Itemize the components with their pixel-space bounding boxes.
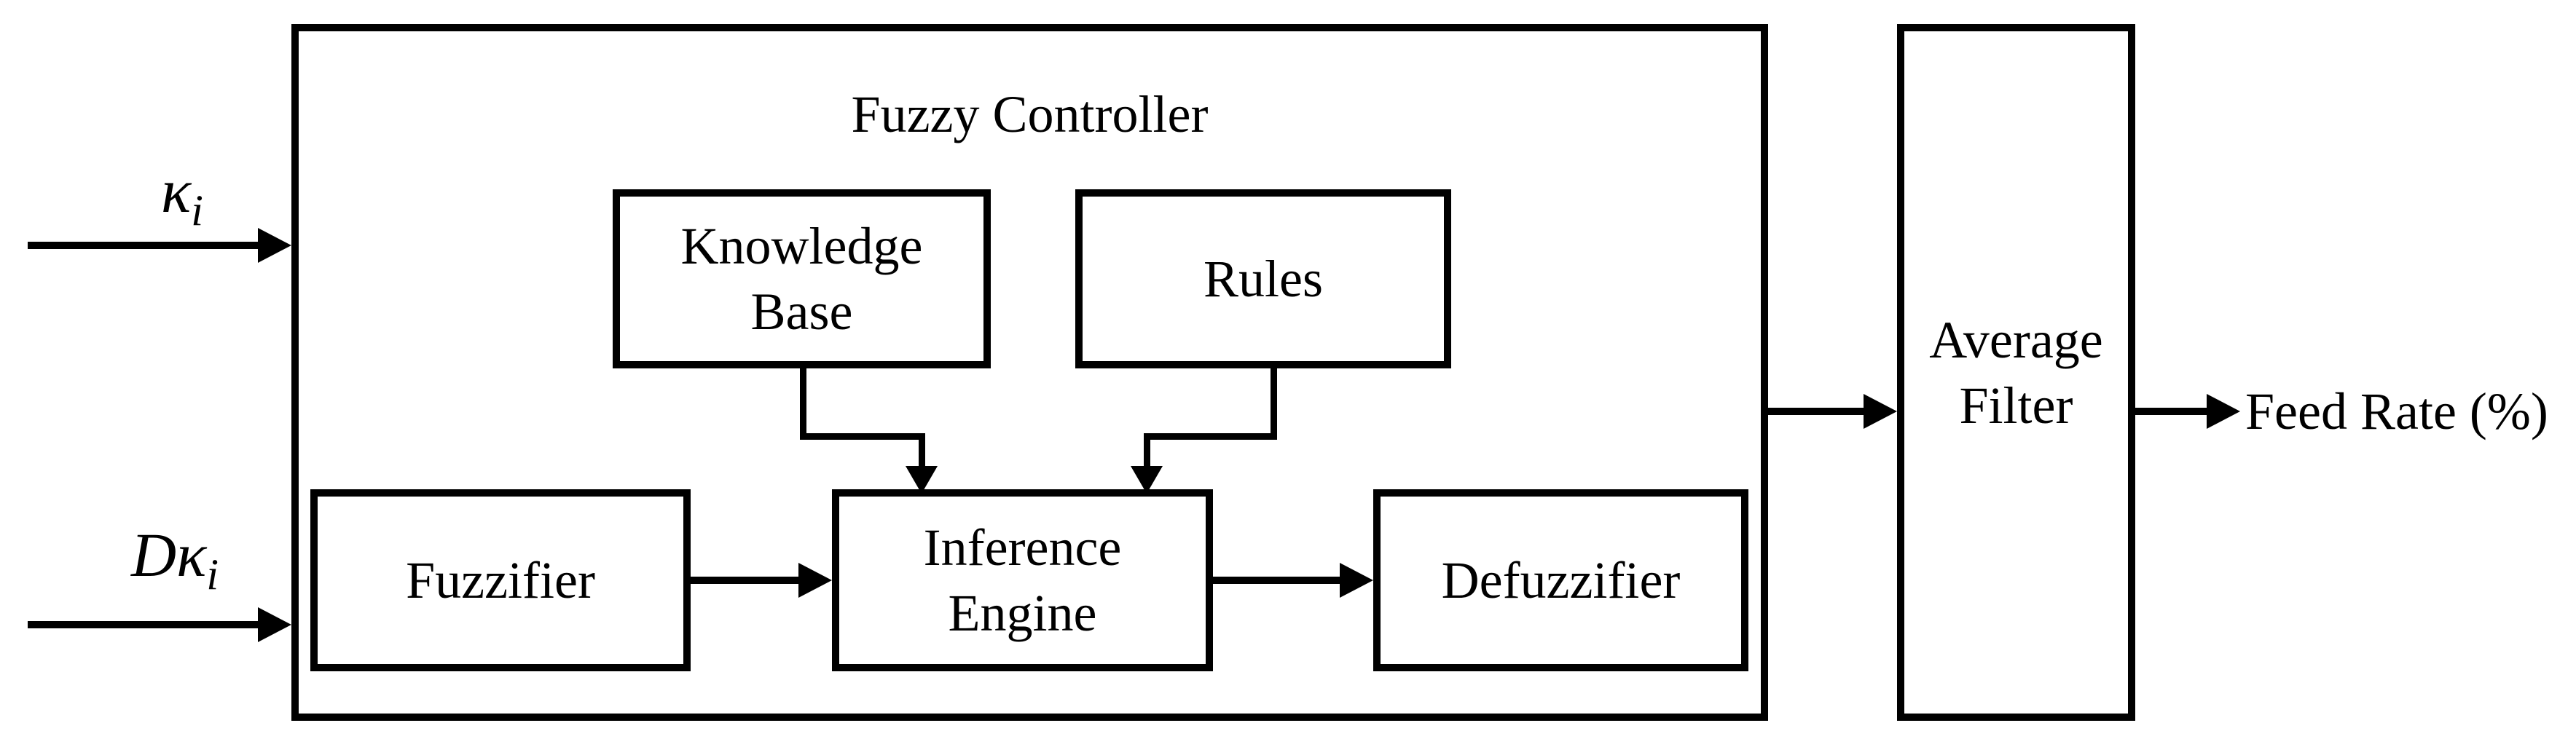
dkappa-input-arrowhead-icon [258,607,291,642]
rules-label: Rules [1203,250,1323,308]
knowledge-base-label-line2: Base [750,282,853,341]
inference-engine-box: Inference Engine [832,489,1213,671]
dkappa-prefix: D [130,520,177,590]
rules-connector-horizontal [1144,433,1277,440]
average-filter-label-line1: Average [1929,310,2103,369]
inference-to-defuzzifier-arrow-line [1213,577,1344,584]
defuzzifier-label: Defuzzifier [1441,551,1681,609]
controller-to-filter-arrowhead-icon [1864,394,1897,429]
rules-connector-arrowhead-icon [1131,466,1163,494]
kappa-symbol: κ [161,156,192,226]
fuzzifier-label: Fuzzifier [406,551,595,609]
knowledge-base-label-line1: Knowledge [680,217,923,275]
kappa-input-arrowhead-icon [258,228,291,263]
kb-connector-vertical-2 [919,433,925,470]
fuzzifier-box: Fuzzifier [310,489,691,671]
defuzzifier-box: Defuzzifier [1373,489,1748,671]
kappa-input-label: κi [117,154,248,247]
fuzzy-controller-title: Fuzzy Controller [851,85,1209,143]
feed-rate-output-label: Feed Rate (%) [2245,382,2548,440]
filter-to-output-arrow-line [2135,408,2210,415]
knowledge-base-box: Knowledge Base [613,189,991,368]
dkappa-input-label: Dκi [87,518,262,611]
kappa-input-arrow-line [28,242,261,249]
fuzzifier-to-inference-arrowhead-icon [798,563,832,598]
dkappa-subscript: i [206,550,219,599]
inference-engine-label-line2: Engine [948,584,1097,642]
kappa-subscript: i [191,186,203,235]
inference-to-defuzzifier-arrowhead-icon [1340,563,1373,598]
dkappa-input-arrow-line [28,621,261,628]
rules-box: Rules [1075,189,1451,368]
inference-engine-label-line1: Inference [923,518,1122,577]
kb-connector-arrowhead-icon [906,466,938,494]
fuzzifier-to-inference-arrow-line [691,577,803,584]
kb-connector-vertical-1 [800,368,806,440]
average-filter-box: Average Filter [1897,24,2135,721]
rules-connector-vertical-2 [1144,433,1150,470]
dkappa-symbol: κ [176,520,207,590]
rules-connector-vertical-1 [1271,368,1277,440]
controller-to-filter-arrow-line [1768,408,1868,415]
filter-to-output-arrowhead-icon [2207,394,2240,429]
kb-connector-horizontal [800,433,925,440]
average-filter-label-line2: Filter [1959,376,2073,435]
